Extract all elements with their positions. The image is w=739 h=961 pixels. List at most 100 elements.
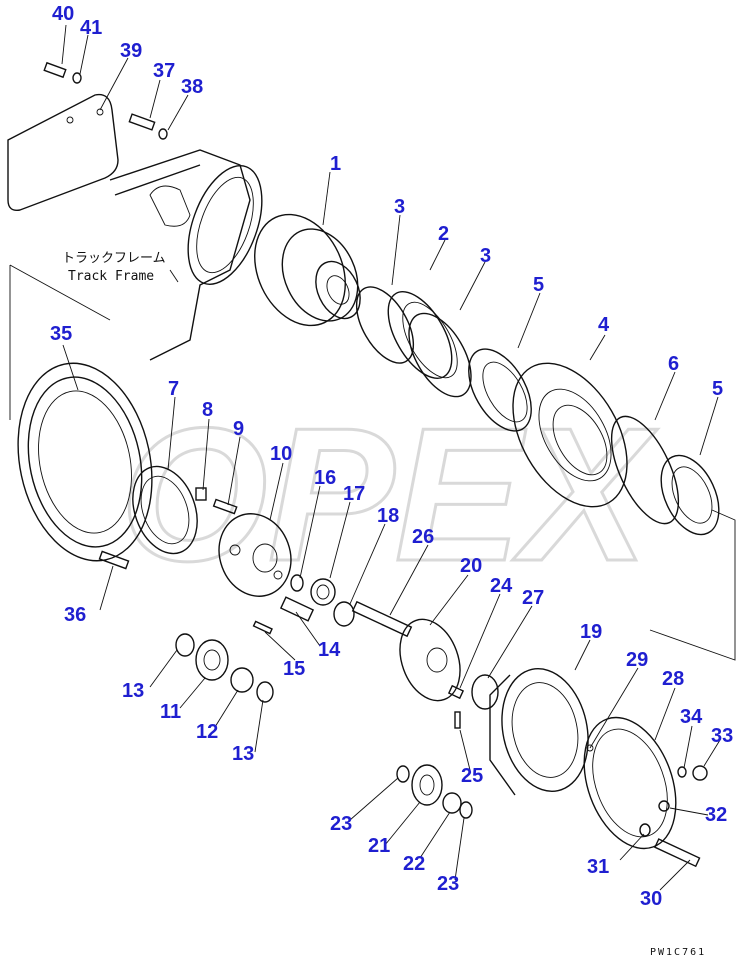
pin-15 bbox=[252, 620, 273, 635]
callout-32: 32 bbox=[705, 804, 727, 826]
callout-31: 31 bbox=[587, 856, 609, 878]
callout-1: 1 bbox=[330, 153, 341, 175]
callout-30: 30 bbox=[640, 888, 662, 910]
pin-25 bbox=[454, 711, 461, 729]
bolt-37 bbox=[128, 113, 156, 131]
callout-4: 4 bbox=[598, 314, 610, 336]
callout-23a: 23 bbox=[330, 813, 352, 835]
pin-24 bbox=[447, 684, 465, 700]
plug-29 bbox=[586, 744, 594, 752]
callout-5a: 5 bbox=[533, 274, 544, 296]
gear-21 bbox=[411, 764, 443, 806]
callout-39: 39 bbox=[120, 40, 142, 62]
callout-11: 11 bbox=[160, 701, 181, 723]
track-frame bbox=[109, 149, 251, 361]
callout-28: 28 bbox=[662, 668, 684, 690]
plug-32 bbox=[658, 800, 670, 812]
o-ring-34 bbox=[677, 766, 687, 778]
washer-13a bbox=[175, 633, 195, 657]
callout-13a: 13 bbox=[122, 680, 144, 702]
snap-ring-18 bbox=[333, 601, 355, 627]
bolt-40 bbox=[43, 61, 67, 79]
cover-plate bbox=[7, 93, 119, 211]
part-number-callouts: 1 2 3 3 4 5 5 6 7 8 9 10 11 12 13 13 14 … bbox=[50, 3, 733, 910]
carrier-10 bbox=[218, 513, 292, 597]
track-frame-label-jp: トラックフレーム bbox=[62, 251, 166, 266]
callout-24: 24 bbox=[490, 575, 513, 597]
callout-22: 22 bbox=[403, 853, 425, 875]
snap-ring-27 bbox=[471, 674, 499, 710]
callout-29: 29 bbox=[626, 649, 648, 671]
callout-14: 14 bbox=[318, 639, 341, 661]
bearing-17 bbox=[310, 578, 336, 606]
callout-34: 34 bbox=[680, 706, 703, 728]
gear-11 bbox=[195, 639, 229, 681]
ring-gear-19 bbox=[489, 668, 589, 796]
washer-16 bbox=[290, 574, 304, 592]
callout-7: 7 bbox=[168, 378, 179, 400]
bearing-12 bbox=[230, 667, 254, 693]
watermark-text: OPEX bbox=[120, 389, 658, 601]
washer-41 bbox=[72, 72, 82, 84]
track-frame-label-en: Track Frame bbox=[68, 269, 154, 284]
callout-2: 2 bbox=[438, 223, 449, 245]
callout-13b: 13 bbox=[232, 743, 254, 765]
plate-8 bbox=[195, 487, 207, 501]
motor-housing-flange bbox=[187, 165, 263, 285]
callout-6: 6 bbox=[668, 353, 679, 375]
callout-36: 36 bbox=[64, 604, 86, 626]
floating-seal-2 bbox=[387, 291, 458, 379]
sprocket-35 bbox=[17, 362, 153, 562]
bearing-22 bbox=[442, 792, 462, 814]
callout-17: 17 bbox=[343, 483, 365, 505]
callout-33: 33 bbox=[711, 725, 733, 747]
callout-21: 21 bbox=[368, 835, 390, 857]
callout-40: 40 bbox=[52, 3, 74, 25]
callout-18: 18 bbox=[377, 505, 399, 527]
callout-3b: 3 bbox=[480, 245, 491, 267]
callout-3a: 3 bbox=[394, 196, 405, 218]
drawing-code: PW1C761 bbox=[650, 947, 706, 958]
shaft-26 bbox=[351, 600, 413, 638]
bolt-36 bbox=[98, 550, 130, 570]
track-frame-leader bbox=[169, 269, 179, 283]
washer-13b bbox=[256, 681, 274, 703]
callout-35: 35 bbox=[50, 323, 72, 345]
callout-25: 25 bbox=[461, 765, 483, 787]
bolt-30 bbox=[654, 838, 701, 868]
cover-bracket-line bbox=[649, 509, 736, 661]
leader-lines bbox=[61, 24, 721, 891]
sprocket-bracket-line bbox=[9, 264, 111, 420]
callout-27: 27 bbox=[522, 587, 544, 609]
o-ring-3a bbox=[355, 286, 415, 364]
callout-12: 12 bbox=[196, 721, 218, 743]
washer-23b bbox=[459, 801, 473, 819]
bolt-9 bbox=[212, 498, 238, 515]
callout-37: 37 bbox=[153, 60, 175, 82]
cover-28 bbox=[583, 716, 677, 850]
callout-16: 16 bbox=[314, 467, 336, 489]
bearing-5b bbox=[660, 454, 720, 536]
callout-19: 19 bbox=[580, 621, 602, 643]
callout-8: 8 bbox=[202, 399, 213, 421]
bearing-5a bbox=[468, 348, 532, 432]
retainer-ring-7 bbox=[132, 465, 198, 555]
callout-38: 38 bbox=[181, 76, 203, 98]
callout-10: 10 bbox=[270, 443, 292, 465]
plug-33 bbox=[692, 765, 708, 781]
callout-20: 20 bbox=[460, 555, 482, 577]
callout-41: 41 bbox=[80, 17, 102, 39]
carrier-20 bbox=[399, 618, 461, 702]
callout-5b: 5 bbox=[712, 378, 723, 400]
callout-9: 9 bbox=[233, 418, 244, 440]
callout-15: 15 bbox=[283, 658, 305, 680]
travel-motor bbox=[254, 213, 361, 327]
callout-23b: 23 bbox=[437, 873, 459, 895]
callout-26: 26 bbox=[412, 526, 434, 548]
washer-38 bbox=[158, 128, 168, 140]
o-ring-3b bbox=[408, 312, 472, 398]
shaft-14 bbox=[279, 596, 315, 622]
hub-4 bbox=[512, 362, 628, 508]
washer-31 bbox=[639, 823, 651, 837]
